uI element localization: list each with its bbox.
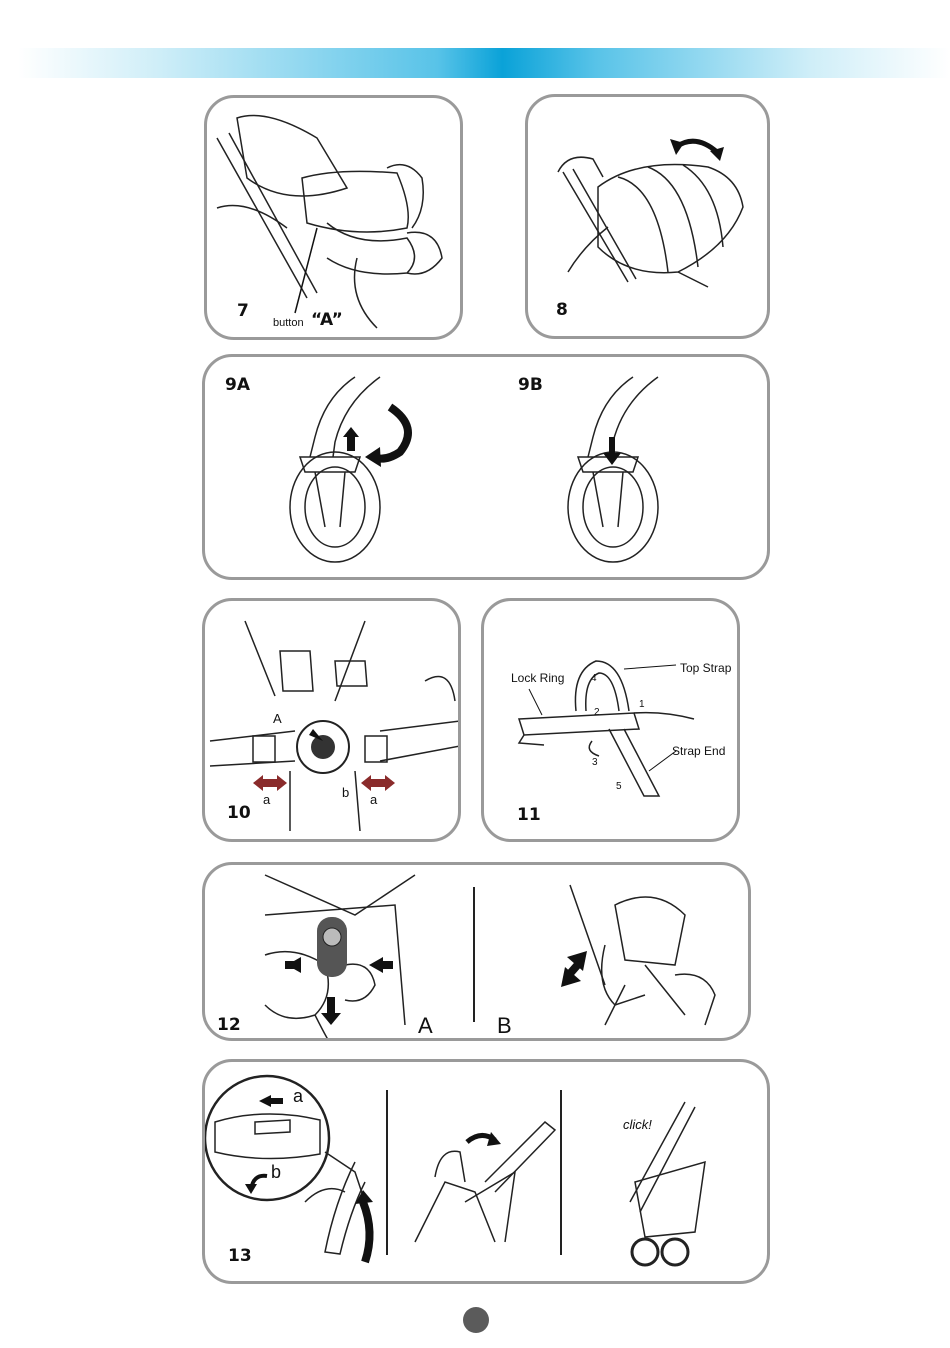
step-12-panel: 12 A B xyxy=(202,862,751,1041)
step-10-number: 10 xyxy=(227,803,251,823)
step-10-label-A: A xyxy=(273,711,282,726)
lock-ring-label: Lock Ring xyxy=(511,671,564,685)
button-label: button xyxy=(273,317,304,329)
step-9-illustration xyxy=(205,357,770,580)
step-10-panel: A a b a 10 xyxy=(202,598,461,842)
click-label: click! xyxy=(623,1117,652,1132)
strap-step-5: 5 xyxy=(616,781,622,792)
step-9b-number: 9B xyxy=(518,375,543,395)
step-13-illustration xyxy=(205,1062,770,1284)
step-9-panel: 9A 9B xyxy=(202,354,770,580)
step-13-divider-1 xyxy=(386,1090,388,1255)
step-12-illustration xyxy=(205,865,751,1041)
button-a-label: “A” xyxy=(311,310,343,330)
strap-step-3: 3 xyxy=(592,757,598,768)
step-13-number: 13 xyxy=(228,1246,252,1266)
step-9a-number: 9A xyxy=(225,375,250,395)
step-13-panel: a b click! 13 xyxy=(202,1059,770,1284)
step-12-number: 12 xyxy=(217,1015,241,1035)
strap-step-2: 2 xyxy=(594,707,600,718)
strap-step-4: 4 xyxy=(591,673,597,684)
strap-end-label: Strap End xyxy=(672,744,725,758)
step-8-panel: 8 xyxy=(525,94,770,339)
step-10-label-a-right: a xyxy=(370,792,377,807)
step-12-label-A: A xyxy=(418,1013,433,1039)
step-13-divider-2 xyxy=(560,1090,562,1255)
step-10-label-a-left: a xyxy=(263,792,270,807)
step-12-divider xyxy=(473,887,475,1022)
strap-step-1: 1 xyxy=(639,699,645,710)
step-13-label-a: a xyxy=(293,1086,303,1107)
step-8-number: 8 xyxy=(556,300,568,320)
step-10-label-b: b xyxy=(342,785,349,800)
header-gradient-band xyxy=(18,48,950,78)
step-11-panel: Lock Ring Top Strap Strap End 1 2 3 4 5 … xyxy=(481,598,740,842)
page-number-dot xyxy=(463,1307,489,1333)
step-13-label-b: b xyxy=(271,1162,281,1183)
step-11-number: 11 xyxy=(517,805,541,825)
step-7-panel: 7 button “A” xyxy=(204,95,463,340)
step-7-number: 7 xyxy=(237,301,249,321)
top-strap-label: Top Strap xyxy=(680,661,731,675)
step-12-label-B: B xyxy=(497,1013,512,1039)
